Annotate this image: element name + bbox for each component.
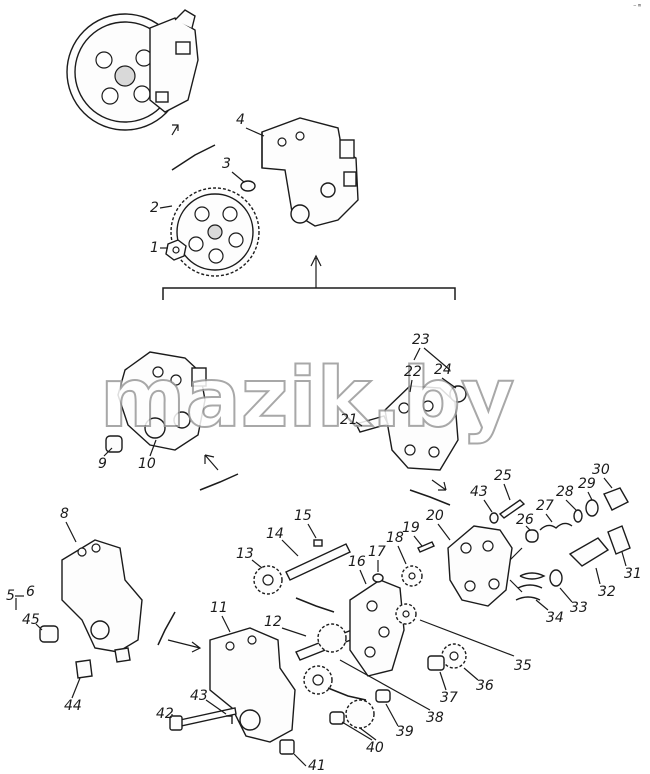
callout-24: 24 bbox=[434, 362, 452, 378]
gear-18 bbox=[401, 565, 423, 587]
plug bbox=[105, 435, 123, 453]
callout-22: 22 bbox=[404, 364, 422, 380]
callout-19: 19 bbox=[402, 520, 420, 536]
callout-13: 13 bbox=[236, 546, 254, 562]
gear-nut bbox=[165, 239, 187, 261]
bracket-shaft bbox=[295, 597, 335, 613]
callout-group: 1 2 3 4 5 6 8 9 10 11 12 13 14 15 16 17 … bbox=[6, 112, 642, 774]
gear-35 bbox=[395, 603, 417, 625]
pin-19 bbox=[417, 541, 435, 553]
drive-shaft bbox=[285, 543, 351, 581]
drive-gear bbox=[170, 187, 260, 277]
cap-nut-30 bbox=[603, 487, 629, 511]
assembled-pump-with-gear bbox=[66, 9, 199, 131]
washer-43 bbox=[489, 512, 499, 524]
callout-2: 2 bbox=[150, 200, 159, 216]
pump-housing bbox=[209, 627, 296, 743]
callout-31: 31 bbox=[624, 566, 642, 582]
callout-18: 18 bbox=[386, 530, 404, 546]
top-bracket bbox=[171, 144, 216, 171]
dowel bbox=[372, 573, 384, 583]
callout-25: 25 bbox=[494, 468, 512, 484]
bracket-cover bbox=[409, 489, 451, 506]
pump-assembly-top bbox=[261, 117, 359, 227]
pump-cover-plate bbox=[384, 385, 467, 471]
callout-5: 5 bbox=[6, 588, 15, 604]
callout-30: 30 bbox=[592, 462, 610, 478]
callout-45: 45 bbox=[22, 612, 40, 628]
callout-11: 11 bbox=[210, 600, 228, 616]
callout-29: 29 bbox=[578, 476, 596, 492]
spring-27 bbox=[539, 522, 573, 531]
callout-12: 12 bbox=[264, 614, 282, 630]
callout-4: 4 bbox=[236, 112, 245, 128]
callout-3: 3 bbox=[222, 156, 231, 172]
gear-pair bbox=[329, 689, 391, 729]
washer-33 bbox=[549, 569, 563, 587]
bolt-25 bbox=[498, 499, 526, 519]
gear-with-shaft bbox=[303, 665, 333, 695]
bushing-37 bbox=[427, 655, 445, 671]
threaded-plug bbox=[607, 525, 631, 555]
callout-21: 21 bbox=[340, 412, 358, 428]
callout-6: 6 bbox=[26, 584, 35, 600]
callout-8: 8 bbox=[60, 506, 69, 522]
valve-spring-34 bbox=[515, 572, 546, 601]
callout-23: 23 bbox=[412, 332, 430, 348]
pump-cover bbox=[447, 525, 513, 607]
bushing bbox=[39, 625, 59, 643]
gear-36 bbox=[441, 643, 467, 669]
callout-10: 10 bbox=[138, 456, 156, 472]
callout-38: 38 bbox=[426, 710, 444, 726]
callout-14: 14 bbox=[266, 526, 284, 542]
corner-mark: ⁻ᵐ bbox=[632, 2, 642, 11]
ball-26 bbox=[525, 529, 539, 543]
valve-plunger bbox=[568, 537, 610, 567]
callout-36: 36 bbox=[476, 678, 494, 694]
callout-41: 41 bbox=[308, 758, 326, 774]
callout-33: 33 bbox=[570, 600, 588, 616]
gasket-29 bbox=[585, 499, 599, 517]
intermediate-plate bbox=[349, 579, 405, 677]
pin bbox=[279, 739, 295, 755]
callout-35: 35 bbox=[514, 658, 532, 674]
callout-37: 37 bbox=[440, 690, 458, 706]
callout-32: 32 bbox=[598, 584, 616, 600]
callout-16: 16 bbox=[348, 554, 366, 570]
callout-43-lower: 43 bbox=[190, 688, 208, 704]
callout-15: 15 bbox=[294, 508, 312, 524]
watermark: mazik.by bbox=[100, 351, 514, 446]
callout-17: 17 bbox=[368, 544, 386, 560]
spring-washer bbox=[226, 715, 233, 724]
key-pin bbox=[240, 180, 256, 192]
callout-34: 34 bbox=[546, 610, 564, 626]
spring-pin bbox=[114, 647, 131, 663]
callout-43-upper: 43 bbox=[470, 484, 488, 500]
shim-28 bbox=[573, 509, 583, 523]
drive-gear-small bbox=[253, 565, 283, 595]
callout-26: 26 bbox=[516, 512, 534, 528]
bolt bbox=[169, 707, 237, 731]
callout-20: 20 bbox=[426, 508, 444, 524]
pump-body-assembly bbox=[117, 351, 207, 451]
screw-plug bbox=[75, 659, 93, 679]
callout-40: 40 bbox=[366, 740, 384, 756]
assembly-arrow bbox=[310, 254, 322, 288]
callout-1: 1 bbox=[150, 240, 159, 256]
key bbox=[313, 539, 323, 547]
bracket-housing bbox=[157, 611, 176, 646]
bracket-body bbox=[199, 473, 239, 491]
bracket-gears bbox=[327, 687, 367, 701]
callout-39: 39 bbox=[396, 724, 414, 740]
callout-9: 9 bbox=[98, 456, 107, 472]
callout-27: 27 bbox=[536, 498, 554, 514]
callout-28: 28 bbox=[556, 484, 574, 500]
axle-pin bbox=[354, 415, 390, 433]
main-bracket bbox=[162, 287, 456, 300]
callout-44: 44 bbox=[64, 698, 82, 714]
callout-42: 42 bbox=[156, 706, 174, 722]
pump-housing-left bbox=[61, 539, 143, 653]
